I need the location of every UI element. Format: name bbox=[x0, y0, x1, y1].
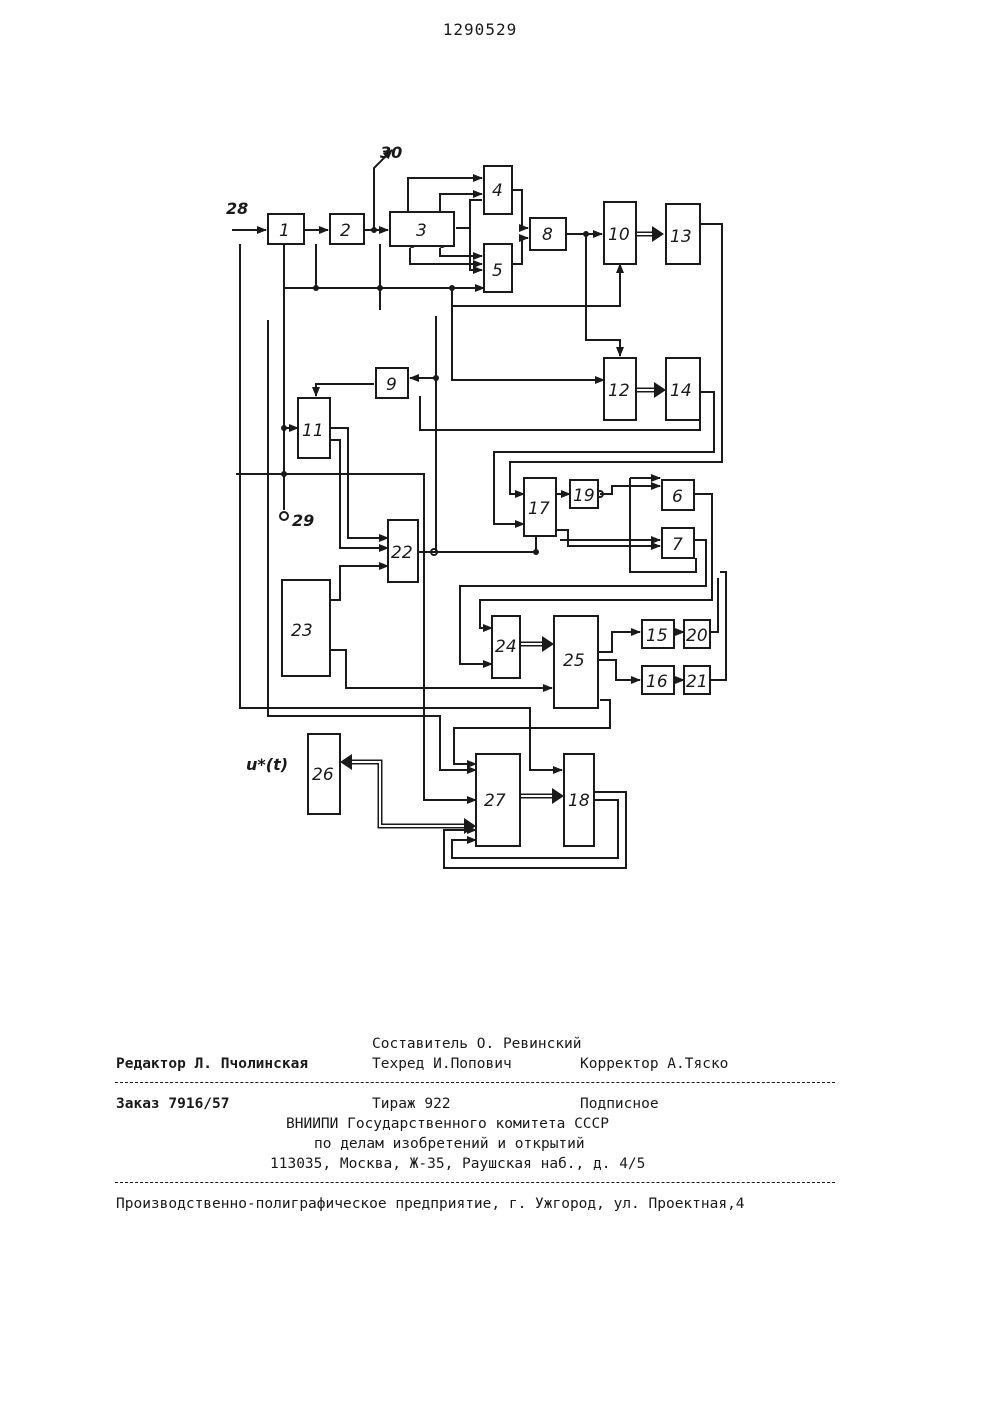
tech-editor-credit: Техред И.Попович bbox=[372, 1056, 512, 1072]
block-9: 9 bbox=[376, 368, 408, 398]
block-10-label: 10 bbox=[608, 225, 630, 245]
divider-bottom bbox=[115, 1182, 835, 1183]
block-17-label: 17 bbox=[528, 499, 550, 519]
block-16-label: 16 bbox=[646, 672, 668, 692]
block-15: 15 bbox=[642, 620, 674, 648]
circulation: Тираж 922 bbox=[372, 1096, 451, 1112]
block-13-label: 13 bbox=[670, 227, 692, 247]
block-20: 20 bbox=[684, 620, 710, 648]
block-diagram: 1 2 3 4 5 8 10 13 12 14 9 11 17 19 6 7 2… bbox=[0, 0, 1000, 1000]
block-19: 19 bbox=[570, 480, 598, 508]
output-terminal-label: 30 bbox=[380, 143, 402, 162]
block-19-label: 19 bbox=[573, 486, 595, 506]
block-14: 14 bbox=[666, 358, 700, 420]
divider-top bbox=[115, 1082, 835, 1083]
block-11: 11 bbox=[298, 398, 330, 458]
block-25: 25 bbox=[554, 616, 598, 708]
block-22: 22 bbox=[388, 520, 418, 582]
organization-address: 113035, Москва, Ж-35, Раушская наб., д. … bbox=[270, 1156, 645, 1172]
block-8-label: 8 bbox=[542, 225, 553, 245]
block-3-label: 3 bbox=[416, 221, 427, 241]
block-2-label: 2 bbox=[340, 221, 351, 241]
organization-line-1: ВНИИПИ Государственного комитета СССР bbox=[286, 1116, 609, 1132]
block-7: 7 bbox=[662, 528, 694, 558]
block-23-label: 23 bbox=[291, 621, 313, 641]
block-16: 16 bbox=[642, 666, 674, 694]
block-25-label: 25 bbox=[563, 651, 585, 671]
block-6: 6 bbox=[662, 480, 694, 510]
block-18-label: 18 bbox=[568, 791, 590, 811]
block-5-label: 5 bbox=[492, 261, 503, 281]
control-terminal-label: 29 bbox=[292, 511, 314, 530]
block-20-label: 20 bbox=[686, 626, 708, 646]
block-4-label: 4 bbox=[492, 181, 503, 201]
block-8: 8 bbox=[530, 218, 566, 250]
block-14-label: 14 bbox=[670, 381, 692, 401]
order-number: Заказ 7916/57 bbox=[116, 1096, 230, 1112]
block-5: 5 bbox=[484, 244, 512, 292]
subscription-note: Подписное bbox=[580, 1096, 659, 1112]
block-27-label: 27 bbox=[484, 791, 506, 811]
block-7-label: 7 bbox=[672, 535, 683, 555]
block-4: 4 bbox=[484, 166, 512, 214]
block-12-label: 12 bbox=[608, 381, 630, 401]
compiler-credit: Составитель О. Ревинский bbox=[372, 1036, 582, 1052]
block-21: 21 bbox=[684, 666, 710, 694]
block-13: 13 bbox=[666, 204, 700, 264]
block-12: 12 bbox=[604, 358, 636, 420]
block-22-label: 22 bbox=[391, 543, 413, 563]
input-terminal-label: 28 bbox=[226, 199, 248, 218]
block-2: 2 bbox=[330, 214, 364, 244]
block-24-label: 24 bbox=[495, 637, 517, 657]
block-18: 18 bbox=[564, 754, 594, 846]
organization-line-2: по делам изобретений и открытий bbox=[314, 1136, 585, 1152]
block-15-label: 15 bbox=[646, 626, 668, 646]
block-1: 1 bbox=[268, 214, 304, 244]
block-10: 10 bbox=[604, 202, 636, 264]
block-23: 23 bbox=[282, 580, 330, 676]
proofreader-credit: Корректор А.Тяско bbox=[580, 1056, 728, 1072]
printer-credit: Производственно-полиграфическое предприя… bbox=[116, 1196, 745, 1212]
block-26: 26 bbox=[308, 734, 340, 814]
block-26-label: 26 bbox=[312, 765, 334, 785]
block-1-label: 1 bbox=[279, 221, 290, 241]
editor-credit: Редактор Л. Пчолинская bbox=[116, 1056, 308, 1072]
block-21-label: 21 bbox=[686, 672, 708, 692]
block-6-label: 6 bbox=[672, 487, 683, 507]
block-9-label: 9 bbox=[386, 375, 397, 395]
block-17: 17 bbox=[524, 478, 556, 536]
block-27: 27 bbox=[476, 754, 520, 846]
block-24: 24 bbox=[492, 616, 520, 678]
block-3: 3 bbox=[390, 212, 454, 246]
signal-terminal-label: u*(t) bbox=[246, 755, 288, 774]
block-11-label: 11 bbox=[302, 421, 324, 441]
